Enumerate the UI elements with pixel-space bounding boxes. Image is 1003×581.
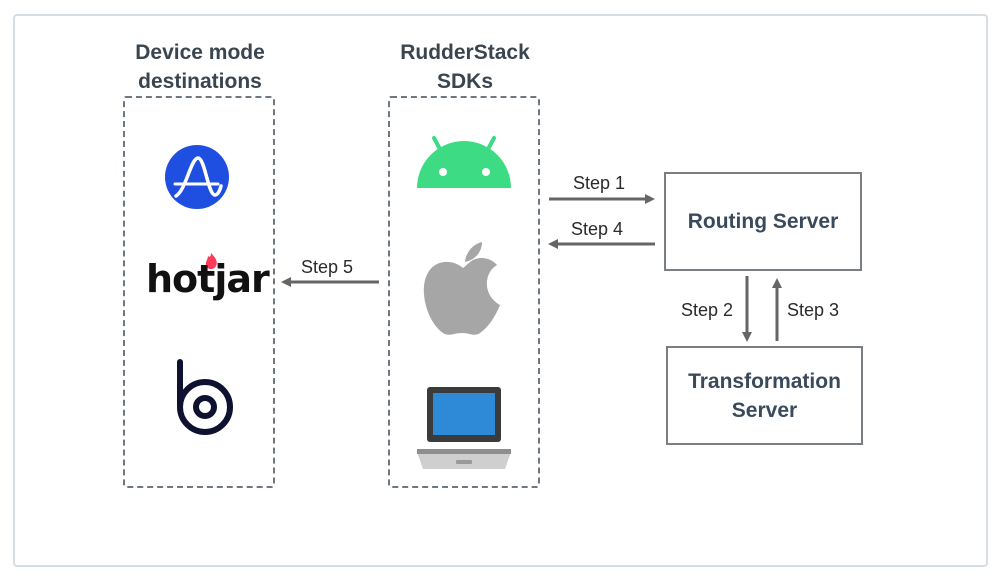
device-mode-heading-line1: Device mode xyxy=(135,41,265,64)
step2-label: Step 2 xyxy=(681,300,734,320)
transformation-server-label-line2: Server xyxy=(731,398,798,422)
laptop-icon xyxy=(417,387,511,469)
braze-icon xyxy=(177,359,233,435)
apple-icon xyxy=(423,242,500,335)
step1-label: Step 1 xyxy=(573,173,626,193)
step4-label: Step 4 xyxy=(571,219,624,239)
routing-server-label: Routing Server xyxy=(687,210,839,233)
transformation-server-box: Transformation Server xyxy=(666,346,863,445)
step3-label: Step 3 xyxy=(787,300,840,320)
android-icon xyxy=(417,136,511,188)
routing-server-box: Routing Server xyxy=(664,172,862,271)
sdks-heading-line2: SDKs xyxy=(436,70,494,93)
sdks-container xyxy=(388,96,540,488)
hotjar-logo: hotjar xyxy=(146,257,270,301)
device-mode-container xyxy=(123,96,275,488)
device-mode-heading: Device mode destinations xyxy=(110,38,290,96)
sdks-heading: RudderStack SDKs xyxy=(375,38,555,96)
transformation-server-label-line1: Transformation xyxy=(688,369,841,393)
diagram-frame xyxy=(13,14,988,567)
hotjar-flame-icon xyxy=(205,253,217,269)
step5-label: Step 5 xyxy=(301,257,354,277)
amplitude-icon xyxy=(165,145,229,209)
device-mode-heading-line2: destinations xyxy=(138,70,262,93)
sdks-heading-line1: RudderStack xyxy=(400,41,530,64)
